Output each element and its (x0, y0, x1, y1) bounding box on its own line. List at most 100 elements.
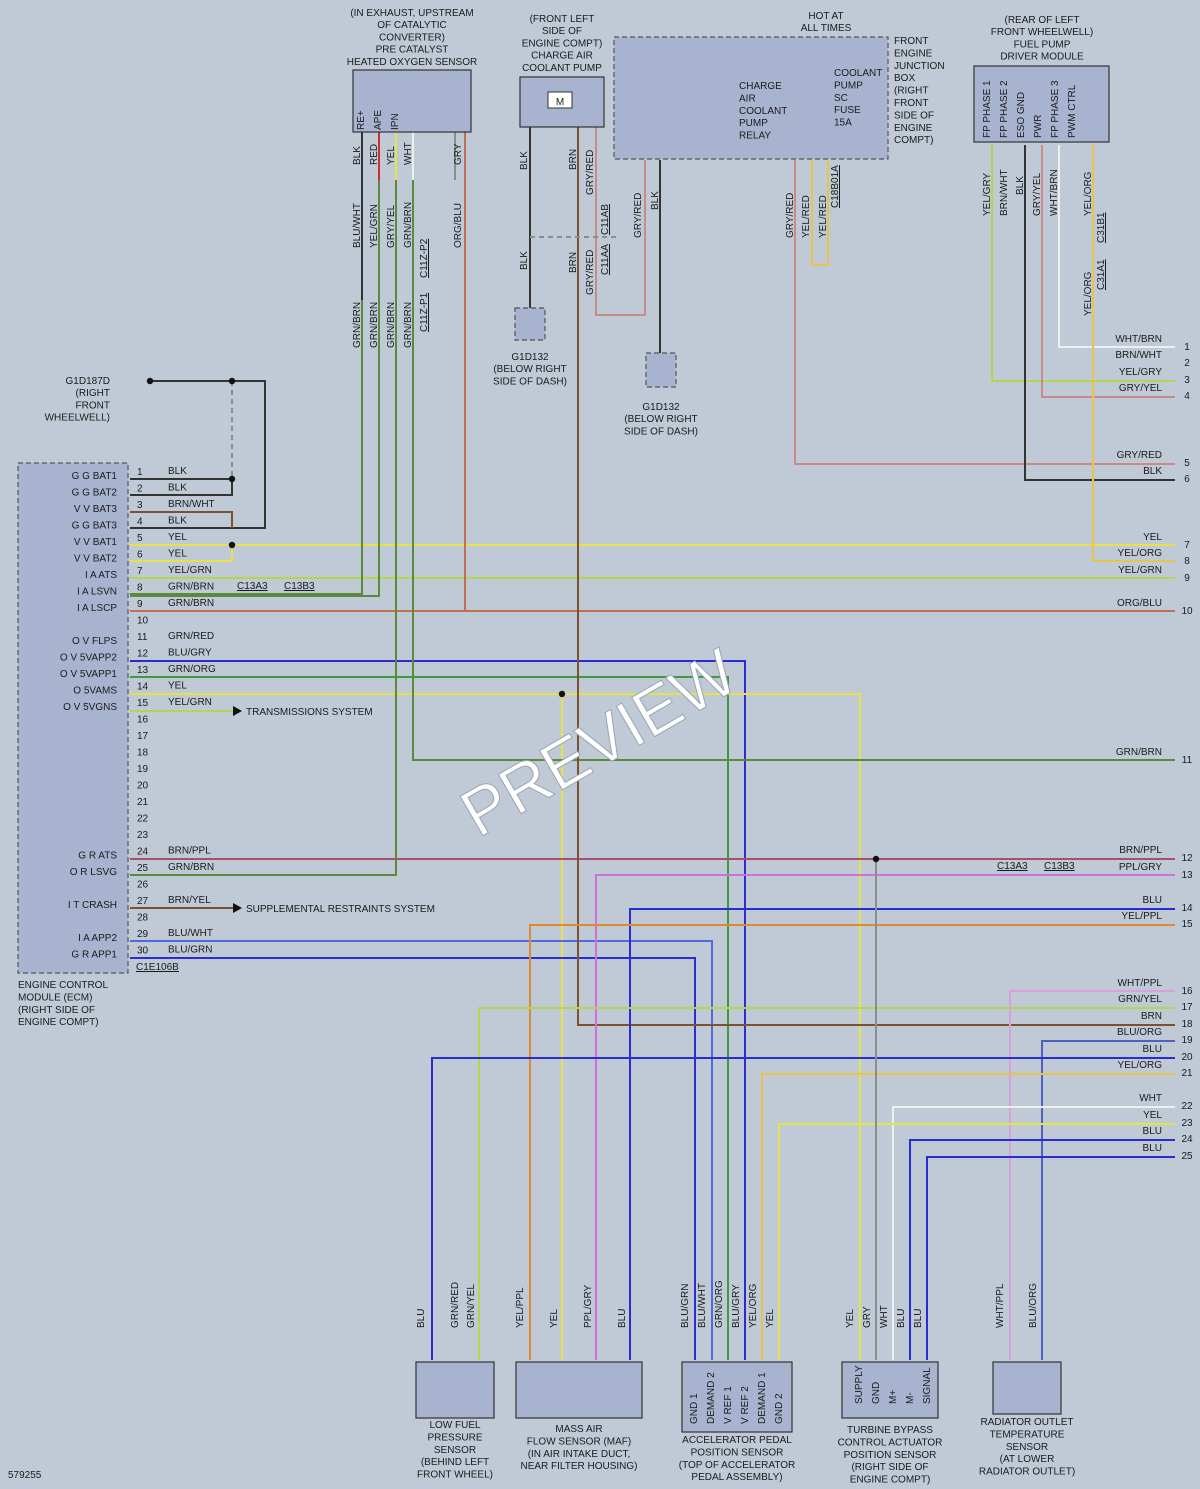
right-wire-color: PPL/GRY (1119, 862, 1162, 873)
splice-dot (228, 541, 236, 549)
fuse-label: COOLANT (834, 68, 882, 79)
app-pin-label: GND 1 (689, 1393, 700, 1424)
ecm-wire-color: GRN/ORG (168, 664, 216, 675)
wire-right-20 (431, 1057, 1175, 1360)
lfp-title: FRONT WHEEL) (417, 1470, 493, 1481)
ground-g1d187d-label: WHEELWELL) (45, 413, 110, 424)
vertical-wire-color: YEL/GRY (982, 173, 993, 216)
ecm-pin-label: O V 5VAPP1 (60, 669, 118, 680)
ecm-pin-number: 4 (137, 517, 143, 528)
app-title: (TOP OF ACCELERATOR (679, 1460, 796, 1471)
app-box (681, 1361, 793, 1433)
ecm-pin-label: G R APP1 (71, 950, 117, 961)
component-layer (17, 36, 1110, 1433)
ecm-pin-number: 22 (137, 814, 149, 825)
relay-label: CHARGE (739, 81, 782, 92)
figure-number: 579255 (8, 1470, 42, 1481)
bottom-wire-color: YEL (765, 1309, 776, 1328)
relay-label: COOLANT (739, 106, 787, 117)
connector-label: C11Z-P2 (419, 238, 430, 278)
srs-label: SUPPLEMENTAL RESTRAINTS SYSTEM (246, 904, 435, 915)
ecm-pin-label: G G BAT3 (72, 521, 118, 532)
rot-title: TEMPERATURE (990, 1429, 1065, 1440)
fpdm-title: (REAR OF LEFT (1004, 15, 1079, 26)
right-wire-color: GRY/YEL (1119, 383, 1163, 394)
ecm-pin-number: 23 (137, 830, 149, 841)
wire-right-11 (412, 125, 1175, 761)
ecm-connector-label: C1E106B (136, 962, 179, 973)
vertical-wire-color: BLK (1015, 176, 1026, 195)
ground-g1d187d-label: (RIGHT (76, 388, 110, 399)
app-pin-label: V REF 1 (723, 1386, 734, 1424)
right-wire-color: BLU (1143, 895, 1162, 906)
connector-label: C18B01A (830, 165, 841, 208)
vertical-wire-color: BLK (519, 151, 530, 170)
vertical-wire-color: GRY/YEL (1032, 172, 1043, 216)
right-wire-color: YEL/PPL (1121, 911, 1162, 922)
vertical-wire-color: BLK (650, 191, 661, 210)
right-wire-color: WHT/BRN (1115, 334, 1162, 345)
ecm-wire-color: BLU/WHT (168, 928, 213, 939)
bottom-wire-color: BLU/GRN (680, 1284, 691, 1328)
wire-right-17 (478, 1007, 1175, 1360)
o2-sensor-title: HEATED OXYGEN SENSOR (347, 57, 477, 68)
ecm-wire-color: GRN/BRN (168, 598, 214, 609)
maf-title: MASS AIR (555, 1424, 602, 1435)
bottom-wire-color: YEL/ORG (748, 1283, 759, 1328)
ecm-pin-number: 3 (137, 500, 143, 511)
bottom-wire-color: PPL/GRY (583, 1285, 594, 1328)
right-pin-number: 7 (1184, 540, 1190, 551)
o2-pin-label: IPN (390, 113, 401, 130)
ecm-wire-color: BRN/WHT (168, 499, 215, 510)
vertical-wire-color: BRN/WHT (999, 169, 1010, 216)
ecm-pin-number: 27 (137, 896, 149, 907)
maf-title: (IN AIR INTAKE DUCT, (528, 1449, 631, 1460)
right-wire-color: GRN/BRN (1116, 747, 1162, 758)
vertical-wire-color: GRN/BRN (369, 302, 380, 348)
rot-box (992, 1361, 1062, 1415)
app-pin-label: DEMAND 2 (706, 1372, 717, 1424)
ecm-title: ENGINE COMPT) (18, 1017, 99, 1028)
lfp-title: SENSOR (434, 1445, 476, 1456)
fpdm-title: FRONT WHEELWELL) (991, 27, 1093, 38)
bottom-wire-color: YEL (845, 1309, 856, 1328)
wire-right-3 (991, 145, 1175, 382)
ecm-pin-number: 24 (137, 847, 149, 858)
vertical-wire-color: YEL/ORG (1083, 171, 1094, 216)
ecm-pin-number: 18 (137, 748, 149, 759)
ecm-wire-color: YEL (168, 681, 187, 692)
fej-title: COMPT) (894, 135, 933, 146)
ecm-pin-number: 6 (137, 550, 143, 561)
rot-title: RADIATOR OUTLET (981, 1417, 1074, 1428)
tbc-title: (RIGHT SIDE OF (851, 1462, 928, 1473)
right-pin-number: 15 (1181, 919, 1193, 930)
bottom-wire-color: BLU/WHT (697, 1283, 708, 1328)
right-pin-number: 12 (1181, 853, 1193, 864)
fpdm-box (973, 65, 1110, 143)
app-title: PEDAL ASSEMBLY) (691, 1472, 782, 1483)
wire-right-6 (1024, 145, 1175, 481)
ground-g1d132a (514, 307, 546, 341)
fpdm-title: DRIVER MODULE (1000, 52, 1084, 63)
ecm-pin-label: I A APP2 (78, 933, 117, 944)
tbc-title: TURBINE BYPASS (847, 1425, 933, 1436)
fuse-label: SC (834, 93, 848, 104)
fuse-label: 15A (834, 118, 852, 129)
ecm-pin-number: 26 (137, 880, 149, 891)
fuse-label: FUSE (834, 105, 861, 116)
ecm-pin-label: I A LSVN (77, 587, 117, 598)
ground-g1d132a-label: SIDE OF DASH) (493, 376, 567, 387)
right-wire-color: BRN/WHT (1115, 350, 1162, 361)
tbc-title: POSITION SENSOR (844, 1450, 937, 1461)
fpdm-pin-label: FP PHASE 3 (1050, 80, 1061, 138)
ecm-pin-number: 9 (137, 599, 143, 610)
connector-label: C11AA (600, 244, 611, 275)
vertical-wire-color: GRN/BRN (403, 202, 414, 248)
bottom-wire-color: BLU (913, 1309, 924, 1328)
bottom-wire-color: GRN/RED (450, 1282, 461, 1328)
pump-title: ENGINE COMPT) (522, 38, 603, 49)
ecm-pin-label: I T CRASH (68, 900, 117, 911)
fuse-label: PUMP (834, 80, 863, 91)
ecm-pin-number: 11 (137, 632, 148, 643)
rot-title: RADIATOR OUTLET) (979, 1467, 1075, 1478)
